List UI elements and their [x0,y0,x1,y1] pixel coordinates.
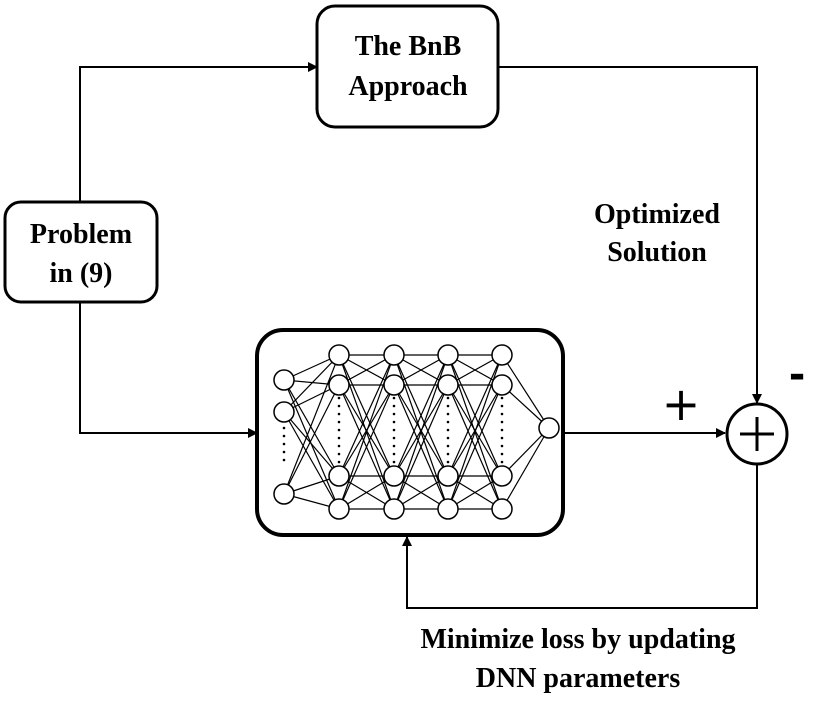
nn-connection [393,354,449,477]
nn-node [437,465,459,487]
nn-ellipsis-dot [282,426,286,430]
nn-connection [283,379,340,477]
nn-ellipsis-dot [337,460,341,464]
arrow-feedback-to-dnn [402,465,758,609]
nn-connection [393,384,449,510]
nn-node [437,498,459,520]
nn-node [328,344,350,366]
nn-ellipsis-dot [500,444,504,448]
nn-connection [338,384,395,510]
dnn-block [255,328,565,537]
nn-ellipsis-dot [392,412,396,416]
nn-connection [283,411,340,477]
nn-node [383,374,405,396]
feedback-label-line2: DNN parameters [476,663,681,694]
nn-ellipsis-dot [446,428,450,432]
nn-node [273,483,295,505]
nn-ellipsis-dot [392,436,396,440]
problem-block: Problem in (9) [3,200,159,304]
nn-ellipsis-dot [392,396,396,400]
nn-ellipsis-dot [500,412,504,416]
nn-ellipsis-dot [282,450,286,454]
nn-ellipsis-dot [282,458,286,462]
nn-ellipsis-dot [337,436,341,440]
nn-ellipsis-dot [500,420,504,424]
nn-ellipsis-dot [500,396,504,400]
nn-ellipsis-dot [337,428,341,432]
nn-node [328,374,350,396]
nn-node [273,369,295,391]
nn-node [491,374,513,396]
nn-node [383,465,405,487]
nn-ellipsis-dot [337,412,341,416]
minus-sign-label: - [789,352,806,398]
optimized-solution-label-line2: Solution [607,237,707,268]
nn-ellipsis-dot [337,404,341,408]
nn-ellipsis-dot [500,436,504,440]
nn-ellipsis-dot [282,442,286,446]
problem-label-line1: Problem [30,219,132,250]
nn-ellipsis-dot [337,420,341,424]
nn-ellipsis-dot [282,434,286,438]
nn-connection [283,384,340,495]
nn-ellipsis-dot [446,412,450,416]
arrow-bnb-to-summer [498,66,762,404]
arrow-problem-to-bnb [79,62,318,202]
nn-ellipsis-dot [446,420,450,424]
nn-ellipsis-dot [392,420,396,424]
nn-connection [338,354,395,477]
nn-ellipsis-dot [337,452,341,456]
nn-node [273,401,295,423]
nn-node [437,344,459,366]
nn-ellipsis-dot [500,428,504,432]
nn-ellipsis-dot [392,404,396,408]
nn-connection [447,354,503,477]
nn-ellipsis-dot [446,460,450,464]
neural-network-icon [273,344,560,520]
nn-node [383,498,405,520]
nn-ellipsis-dot [446,436,450,440]
nn-ellipsis-dot [446,452,450,456]
nn-node [328,465,350,487]
nn-connection [283,411,340,510]
nn-node [491,465,513,487]
nn-connection [447,384,503,510]
connectors [79,62,762,609]
arrow-problem-to-dnn [79,303,258,438]
nn-ellipsis-dot [337,396,341,400]
nn-node [437,374,459,396]
summing-junction [725,402,789,466]
bnb-label-line1: The BnB [355,31,462,62]
nn-connection [501,427,550,477]
nn-connection [283,354,340,413]
nn-ellipsis-dot [500,404,504,408]
bnb-approach-block: The BnB Approach [315,4,500,129]
plus-sign-label: + [662,377,701,431]
nn-node [491,344,513,366]
nn-ellipsis-dot [446,444,450,448]
nn-ellipsis-dot [500,460,504,464]
nn-node [491,498,513,520]
bnb-label-line2: Approach [348,71,468,102]
nn-ellipsis-dot [446,396,450,400]
nn-connection [501,354,550,429]
nn-ellipsis-dot [337,444,341,448]
nn-node [328,498,350,520]
nn-ellipsis-dot [392,452,396,456]
nn-node [538,417,560,439]
optimized-solution-label-line1: Optimized [594,199,720,230]
nn-ellipsis-dot [392,428,396,432]
nn-ellipsis-dot [392,460,396,464]
problem-label-line2: in (9) [50,258,113,289]
nn-ellipsis-dot [500,452,504,456]
nn-ellipsis-dot [446,404,450,408]
nn-connection [283,354,340,495]
nn-connection [501,427,550,510]
feedback-label-line1: Minimize loss by updating [420,624,735,655]
nn-node [383,344,405,366]
nn-ellipsis-dot [392,444,396,448]
